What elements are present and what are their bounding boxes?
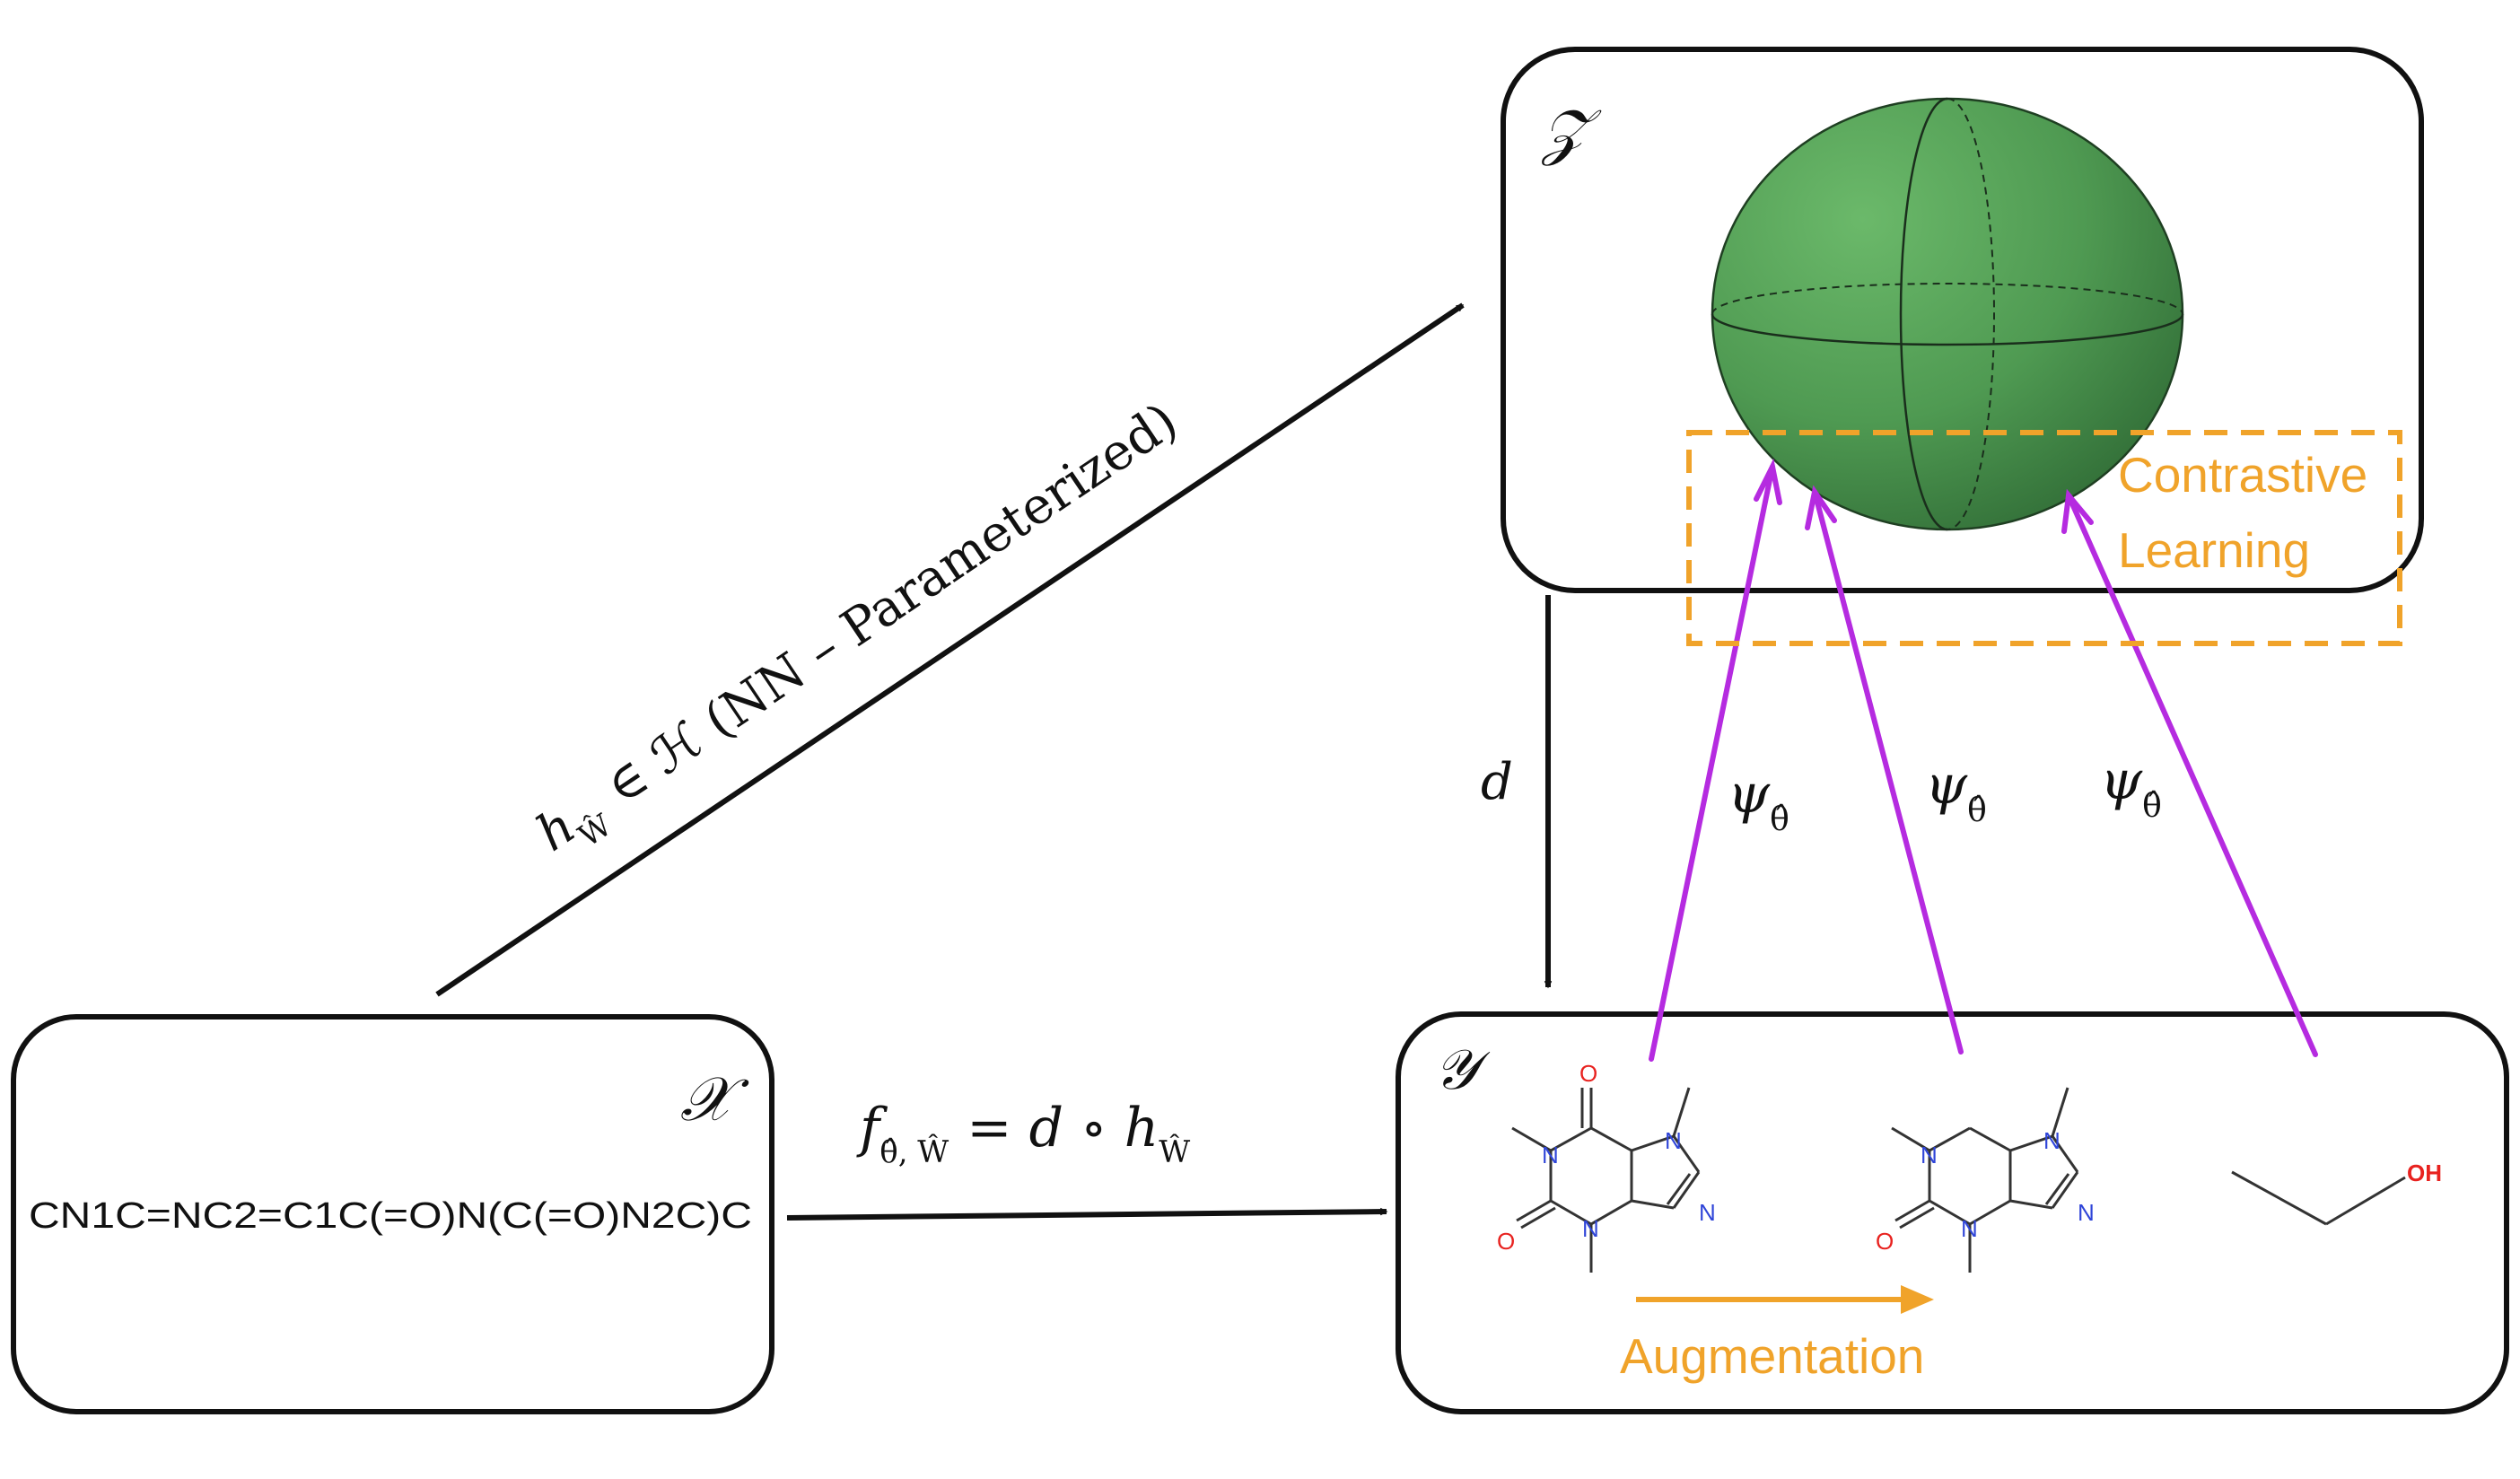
- contrastive-label-line1: Contrastive: [2118, 447, 2367, 503]
- psi-arrow-1: [1649, 464, 1775, 1062]
- caffeine-nitrogen-1: N: [1542, 1142, 1559, 1168]
- f-equation: = d ∘ h: [967, 1097, 1159, 1160]
- d-map-label: d: [1481, 753, 1513, 811]
- h-rest-text: ∈ ℋ (NN – Parameterized): [596, 392, 1188, 817]
- caffeine-nitrogen-3: N: [1665, 1127, 1682, 1154]
- psi-arrow-3: [2066, 493, 2318, 1057]
- augmented-oxygen: O: [1876, 1228, 1894, 1255]
- psi-symbol-3: ψ: [2100, 749, 2143, 812]
- augmented-nitrogen-4: N: [2078, 1199, 2095, 1226]
- psi-label-2: ψθ̂: [1925, 754, 1987, 829]
- ethanol-hydroxyl: OH: [2407, 1160, 2442, 1186]
- caffeine-nitrogen-2: N: [1582, 1215, 1599, 1242]
- psi-symbol-2: ψ: [1925, 754, 1968, 817]
- molecule-caffeine: O O N N N N: [1497, 1060, 1716, 1273]
- caffeine-oxygen-1: O: [1579, 1060, 1597, 1087]
- svg-text:fθ̂, Ŵ= d ∘ hŴ: fθ̂, Ŵ= d ∘ hŴ: [856, 1097, 1190, 1170]
- augmented-nitrogen-3: N: [2043, 1127, 2061, 1154]
- psi-subscript-2: θ̂: [1967, 792, 1987, 829]
- contrastive-learning-box: [1686, 430, 2402, 646]
- psi-symbol-1: ψ: [1728, 763, 1771, 826]
- molecule-augmented: O N N N N: [1876, 1087, 2095, 1273]
- augmentation-label: Augmentation: [1620, 1328, 1924, 1384]
- f-eq-subscript: Ŵ: [1159, 1133, 1190, 1170]
- psi-label-3: ψθ̂: [2100, 749, 2162, 825]
- augmented-nitrogen-2: N: [1961, 1215, 1978, 1242]
- augmentation-arrow: [1636, 1285, 1934, 1314]
- h-map-label: hŴ∈ ℋ (NN – Parameterized): [527, 392, 1194, 873]
- f-subscript: θ̂, Ŵ: [879, 1133, 949, 1170]
- f-arrow: [786, 1212, 1387, 1221]
- h-arrow: [435, 302, 1465, 997]
- psi-arrow-2: [1812, 489, 1964, 1055]
- psi-arrows: [1649, 458, 2318, 1062]
- svg-text:hŴ∈ ℋ (NN – Parameterized): hŴ∈ ℋ (NN – Parameterized): [527, 392, 1194, 873]
- contrastive-label-line2: Learning: [2118, 522, 2310, 578]
- augmented-nitrogen-1: N: [1921, 1142, 1938, 1168]
- psi-subscript-1: θ̂: [1770, 801, 1789, 838]
- x-space-box: [11, 1014, 774, 1414]
- smiles-string: CN1C=NC2=C1C(=O)N(C(=O)N2C)C: [29, 1195, 752, 1236]
- molecule-ethanol: OH: [2231, 1160, 2442, 1226]
- latent-sphere: [1711, 97, 2184, 531]
- psi-subscript-3: θ̂: [2142, 788, 2162, 825]
- psi-label-1: ψθ̂: [1728, 763, 1789, 838]
- caffeine-nitrogen-4: N: [1699, 1199, 1716, 1226]
- f-map-label: fθ̂, Ŵ= d ∘ hŴ: [856, 1097, 1190, 1170]
- caffeine-oxygen-2: O: [1497, 1228, 1515, 1255]
